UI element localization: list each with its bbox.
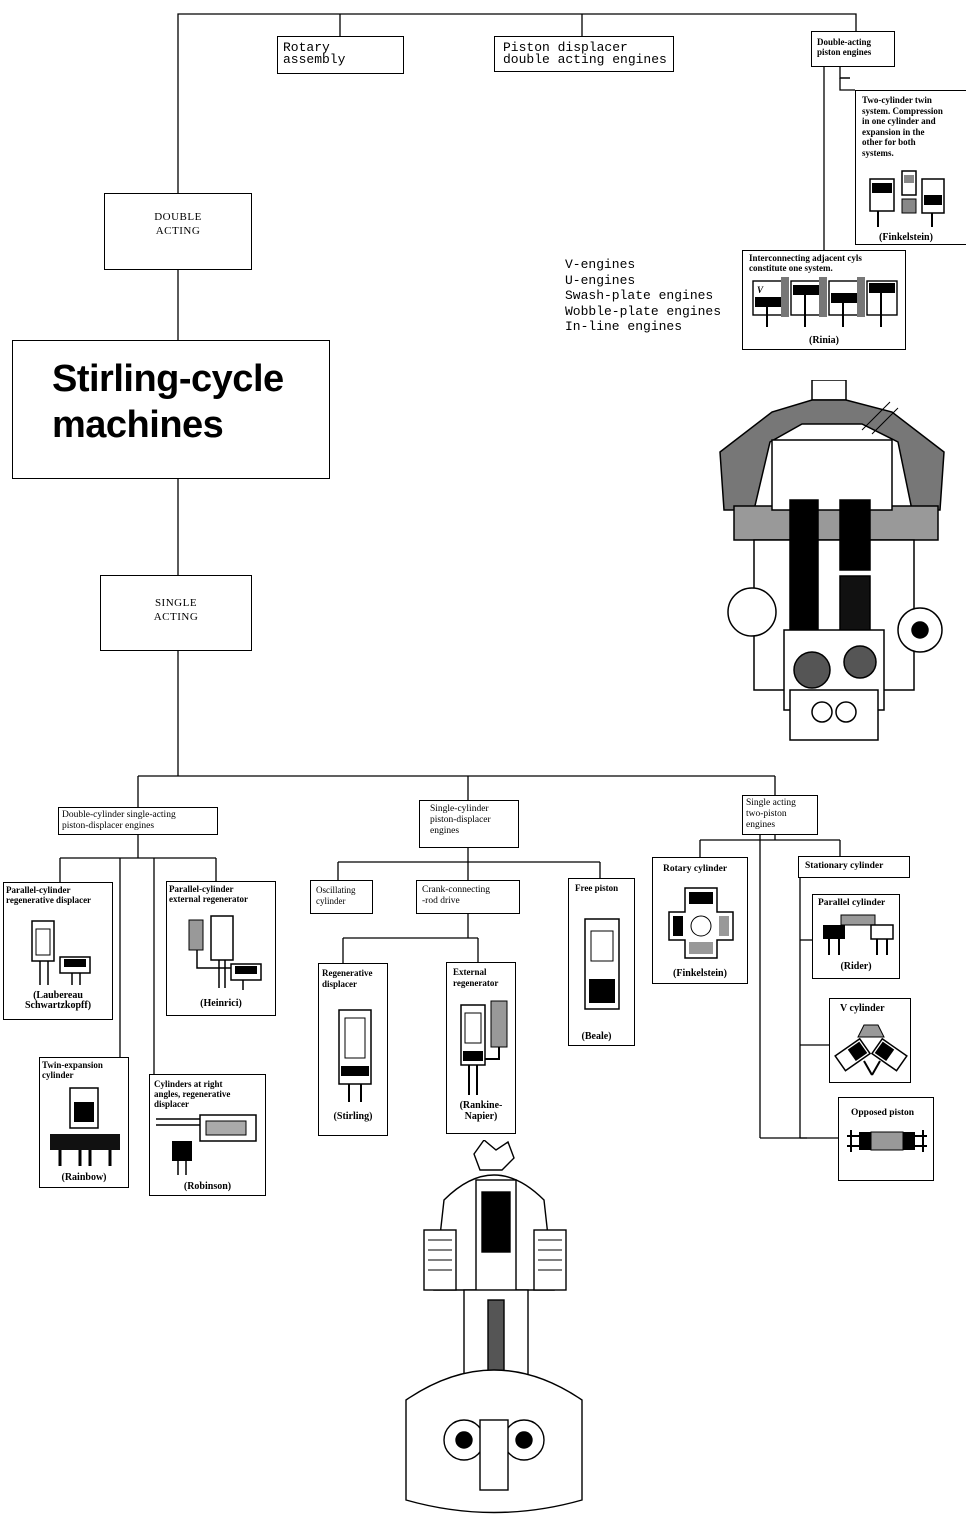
opposed-piston-label: Opposed piston (851, 1108, 914, 1119)
twin-cylinder-diagram (866, 169, 956, 229)
rotary-assembly-label: Rotary assembly (283, 42, 345, 66)
right-angles-box: Cylinders at right angles, regenerative … (149, 1074, 266, 1196)
external-regenerator-box: External regenerator (Rankine- Napier) (446, 962, 516, 1134)
twin-expansion-diagram (46, 1084, 124, 1168)
twin-expansion-inventor: (Rainbow) (40, 1172, 128, 1183)
single-acting-box: SINGLE ACTING (100, 575, 252, 651)
double-cylinder-label: Double-cylinder single-acting piston-dis… (62, 810, 176, 832)
parallel-regenerative-box: Parallel-cylinder regenerative displacer… (3, 882, 113, 1020)
two-cylinder-twin-label: Two-cylinder twin system. Compression in… (862, 95, 943, 158)
single-cylinder-box: Single-cylinder piston-displacer engines (419, 800, 519, 848)
v-cylinder-label: V cylinder (840, 1003, 885, 1014)
rotary-cylinder-label: Rotary cylinder (663, 864, 727, 875)
double-acting-piston-box: Double-acting piston engines (811, 31, 895, 67)
stationary-cylinder-label: Stationary cylinder (805, 861, 883, 872)
double-cylinder-box: Double-cylinder single-acting piston-dis… (58, 807, 218, 835)
oscillating-box: Oscillating cylinder (310, 880, 373, 914)
engine-types-list: V-engines U-engines Swash-plate engines … (565, 257, 721, 335)
double-acting-box: DOUBLE ACTING (104, 193, 252, 270)
engine-type-item: U-engines (565, 273, 721, 289)
piston-displacer-double-label: Piston displacer double acting engines (503, 42, 667, 66)
right-angles-label: Cylinders at right angles, regenerative … (154, 1079, 230, 1109)
parallel-cylinder-diagram (821, 913, 895, 957)
double-acting-piston-label: Double-acting piston engines (817, 37, 871, 57)
parallel-regenerative-inventor: (Laubereau Schwartzkopff) (4, 991, 112, 1011)
regenerative-displacer-box: Regenerative displacer (Stirling) (318, 963, 388, 1136)
external-regenerator-inventor: (Rankine- Napier) (447, 1101, 515, 1122)
external-regenerator-label: External regenerator (453, 967, 498, 988)
two-cylinder-twin-inventor: (Finkelstein) (856, 232, 956, 243)
parallel-external-diagram (185, 912, 265, 992)
twin-expansion-box: Twin-expansion cylinder (Rainbow) (39, 1057, 129, 1188)
rotary-cylinder-diagram (665, 884, 737, 962)
oscillating-label: Oscillating cylinder (316, 885, 356, 907)
v-cylinder-box: V cylinder (829, 998, 911, 1083)
right-angles-diagram (154, 1111, 262, 1177)
parallel-cylinder-box: Parallel cylinder (Rider) (812, 894, 900, 979)
interconnecting-inventor: (Rinia) (743, 335, 905, 346)
regenerative-displacer-label: Regenerative displacer (322, 968, 372, 989)
rotary-cylinder-box: Rotary cylinder (Finkelstein) (652, 857, 748, 984)
engine-type-item: Wobble-plate engines (565, 304, 721, 320)
svg-text:V: V (757, 285, 764, 295)
rotary-assembly-box: Rotary assembly (277, 36, 404, 74)
free-piston-box: Free piston (Beale) (568, 878, 635, 1046)
regenerative-displacer-inventor: (Stirling) (319, 1111, 387, 1122)
two-cylinder-twin-box: Two-cylinder twin system. Compression in… (855, 90, 966, 245)
two-piston-box: Single acting two-piston engines (742, 795, 818, 835)
crank-drive-label: Crank-connecting -rod drive (422, 885, 490, 907)
interconnecting-label: Interconnecting adjacent cyls constitute… (749, 254, 862, 273)
engine-type-item: V-engines (565, 257, 721, 273)
v-engine-cutaway-illustration (712, 380, 962, 750)
parallel-cylinder-label: Parallel cylinder (818, 898, 885, 909)
parallel-external-label: Parallel-cylinder external regenerator (169, 884, 248, 904)
parallel-regenerative-label: Parallel-cylinder regenerative displacer (6, 885, 91, 905)
piston-displacer-double-box: Piston displacer double acting engines (494, 36, 674, 72)
interconnecting-box: Interconnecting adjacent cyls constitute… (742, 250, 906, 350)
parallel-cylinder-inventor: (Rider) (813, 961, 899, 972)
parallel-external-inventor: (Heinrici) (167, 998, 275, 1009)
regenerative-displacer-diagram (333, 1008, 377, 1104)
twin-expansion-label: Twin-expansion cylinder (42, 1060, 103, 1080)
two-piston-label: Single acting two-piston engines (746, 798, 796, 831)
free-piston-inventor: (Beale) (569, 1031, 624, 1042)
stationary-cylinder-box: Stationary cylinder (798, 856, 910, 878)
parallel-external-box: Parallel-cylinder external regenerator (… (166, 881, 276, 1016)
single-cylinder-label: Single-cylinder piston-displacer engines (430, 804, 491, 837)
parallel-regenerative-diagram (24, 917, 104, 987)
rinia-diagram: V (747, 275, 902, 331)
double-acting-label: DOUBLE ACTING (105, 210, 251, 238)
right-angles-inventor: (Robinson) (150, 1181, 265, 1192)
free-piston-diagram (581, 917, 623, 1017)
page-title: Stirling-cycle machines (52, 356, 284, 448)
engine-type-item: In-line engines (565, 319, 721, 335)
engine-type-item: Swash-plate engines (565, 288, 721, 304)
single-acting-label: SINGLE ACTING (101, 596, 251, 624)
opposed-piston-box: Opposed piston (838, 1097, 934, 1181)
single-cylinder-engine-cutaway-illustration (384, 1140, 604, 1525)
external-regenerator-diagram (457, 999, 511, 1099)
v-cylinder-diagram (834, 1021, 908, 1079)
crank-drive-box: Crank-connecting -rod drive (416, 880, 520, 914)
rotary-cylinder-inventor: (Finkelstein) (653, 968, 747, 979)
opposed-piston-diagram (847, 1126, 927, 1156)
free-piston-label: Free piston (575, 883, 618, 894)
